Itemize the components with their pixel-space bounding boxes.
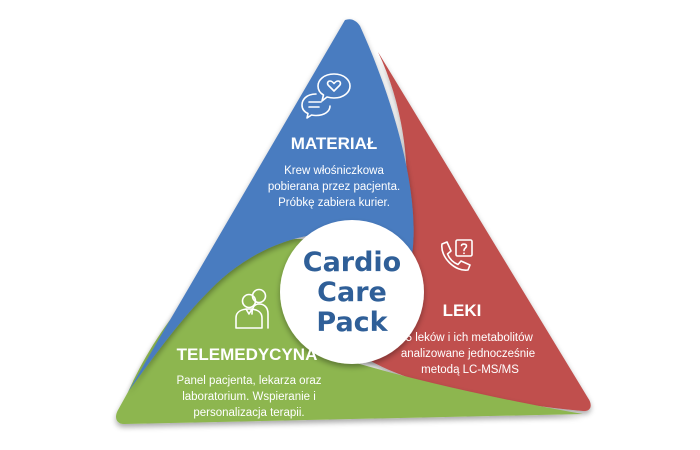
center-line-2: Care: [317, 277, 387, 308]
leki-line-3: metodą LC-MS/MS: [421, 364, 519, 376]
leki-line-2: analizowane jednocześnie: [401, 348, 535, 360]
leki-title: LEKI: [443, 301, 482, 320]
center-circle: [280, 220, 424, 364]
telemedycyna-title: TELEMEDYCYNA: [177, 345, 318, 364]
chat-heart-icon: [301, 73, 351, 119]
telemedycyna-line-1: Panel pacjenta, lekarza oraz: [176, 375, 321, 387]
telemedycyna-line-3: personalizacja terapii.: [193, 407, 304, 419]
phone-question-icon: [441, 239, 473, 271]
center-line-3: Pack: [316, 307, 388, 338]
segment-telemedycyna: [116, 239, 583, 424]
telemedycyna-line-2: laboratorium. Wspieranie i: [182, 391, 316, 403]
leki-line-1: 15 leków i ich metabolitów: [399, 332, 533, 344]
people-icon: [235, 288, 269, 329]
material-line-3: Próbkę zabiera kurier.: [278, 197, 390, 209]
center-line-1: Cardio: [303, 247, 401, 278]
material-title: MATERIAŁ: [291, 134, 378, 153]
material-line-2: pobierana przez pacjenta.: [268, 181, 400, 193]
segment-material: [128, 19, 414, 392]
material-line-1: Krew włośniczkowa: [284, 165, 384, 177]
